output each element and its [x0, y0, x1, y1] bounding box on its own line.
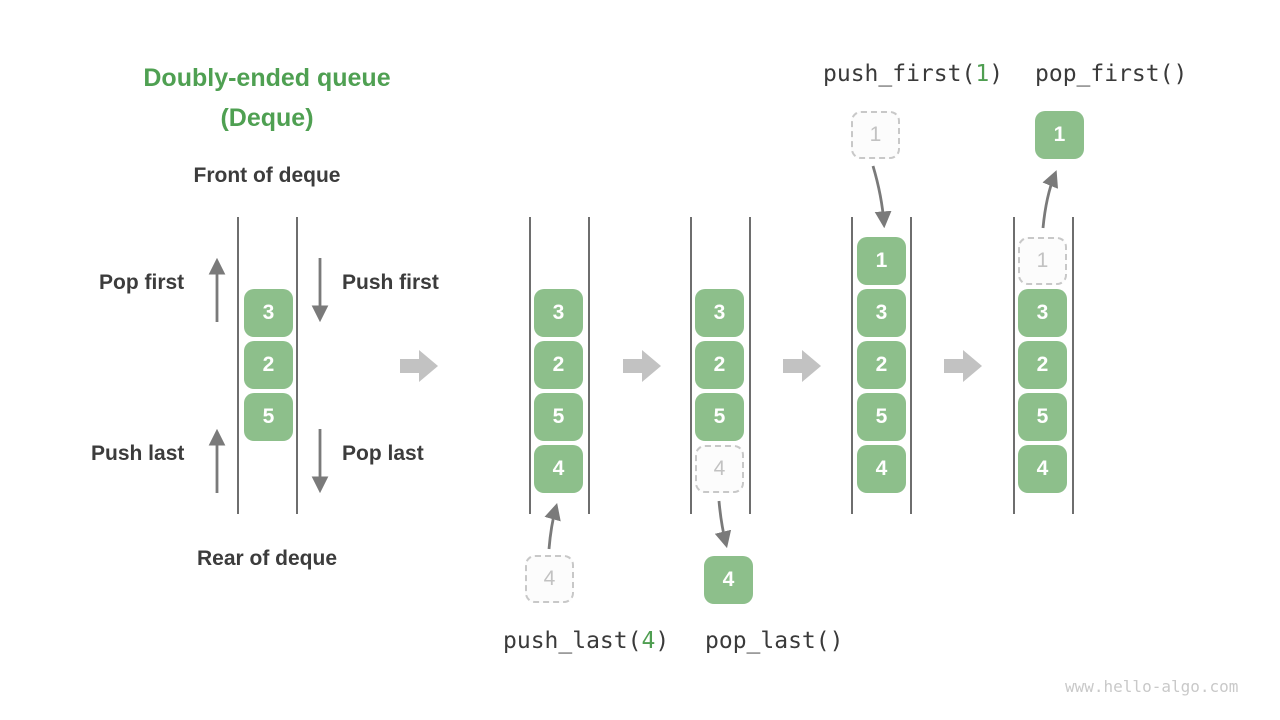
front-of-deque-label: Front of deque — [193, 164, 341, 187]
page-title-line1: Doubly-ended queue — [143, 64, 391, 92]
pop-first-code-label: pop_first() — [1035, 61, 1188, 87]
deque-cell: 2 — [1018, 341, 1067, 389]
deque-cell: 2 — [534, 341, 583, 389]
pop-first-move-arrow-icon — [1041, 170, 1059, 229]
queue-wall — [588, 217, 590, 514]
deque-cell: 3 — [857, 289, 906, 337]
rear-of-deque-label: Rear of deque — [196, 547, 338, 570]
deque-cell: 5 — [534, 393, 583, 441]
deque-cell: 3 — [244, 289, 293, 337]
code-text: push_first( — [823, 61, 976, 87]
deque-cell: 3 — [534, 289, 583, 337]
queue-wall — [910, 217, 912, 514]
queue-wall — [296, 217, 298, 514]
queue-wall — [237, 217, 239, 514]
push-first-staging-arrow-icon — [871, 165, 892, 229]
transition-arrow-icon — [944, 350, 982, 382]
code-text: push_last( — [503, 628, 642, 654]
deque-cell: 2 — [244, 341, 293, 389]
pop-last-move-arrow-icon — [714, 500, 732, 549]
page-title: Doubly-ended queue (Deque) — [107, 58, 427, 138]
push-last-staging-arrow-icon — [544, 502, 561, 550]
deque-cell: 1 — [857, 237, 906, 285]
popped-cell: 1 — [1035, 111, 1084, 159]
deque-cell: 5 — [1018, 393, 1067, 441]
queue-wall — [690, 217, 692, 514]
deque-cell: 5 — [857, 393, 906, 441]
push-last-code-label: push_last(4) — [503, 628, 669, 654]
removed-cell-ghost: 1 — [1018, 237, 1067, 285]
deque-cell: 5 — [244, 393, 293, 441]
removed-cell-ghost: 4 — [695, 445, 744, 493]
queue-wall — [749, 217, 751, 514]
code-text: ) — [989, 61, 1004, 87]
queue-wall — [529, 217, 531, 514]
transition-arrow-icon — [400, 350, 438, 382]
code-arg: 1 — [975, 61, 990, 87]
deque-cell: 3 — [695, 289, 744, 337]
queue-wall — [851, 217, 853, 514]
code-arg: 4 — [641, 628, 656, 654]
deque-cell: 2 — [695, 341, 744, 389]
deque-cell: 3 — [1018, 289, 1067, 337]
code-text: ) — [655, 628, 670, 654]
deque-cell: 4 — [534, 445, 583, 493]
page-title-line2: (Deque) — [220, 104, 314, 132]
deque-cell: 4 — [1018, 445, 1067, 493]
transition-arrow-icon — [783, 350, 821, 382]
popped-cell: 4 — [704, 556, 753, 604]
deque-cell: 2 — [857, 341, 906, 389]
deque-cell: 5 — [695, 393, 744, 441]
queue-wall — [1072, 217, 1074, 514]
push-first-code-label: push_first(1) — [823, 61, 1003, 87]
transition-arrow-icon — [623, 350, 661, 382]
staged-cell-ghost: 1 — [851, 111, 900, 159]
deque-cell: 4 — [857, 445, 906, 493]
watermark: www.hello-algo.com — [1065, 677, 1239, 696]
queue-wall — [1013, 217, 1015, 514]
staged-cell-ghost: 4 — [525, 555, 574, 603]
pop-last-label: Pop last — [342, 442, 424, 465]
push-last-label: Push last — [91, 442, 185, 465]
pop-last-code-label: pop_last() — [705, 628, 844, 654]
pop-first-label: Pop first — [99, 271, 185, 294]
push-first-label: Push first — [342, 271, 439, 294]
